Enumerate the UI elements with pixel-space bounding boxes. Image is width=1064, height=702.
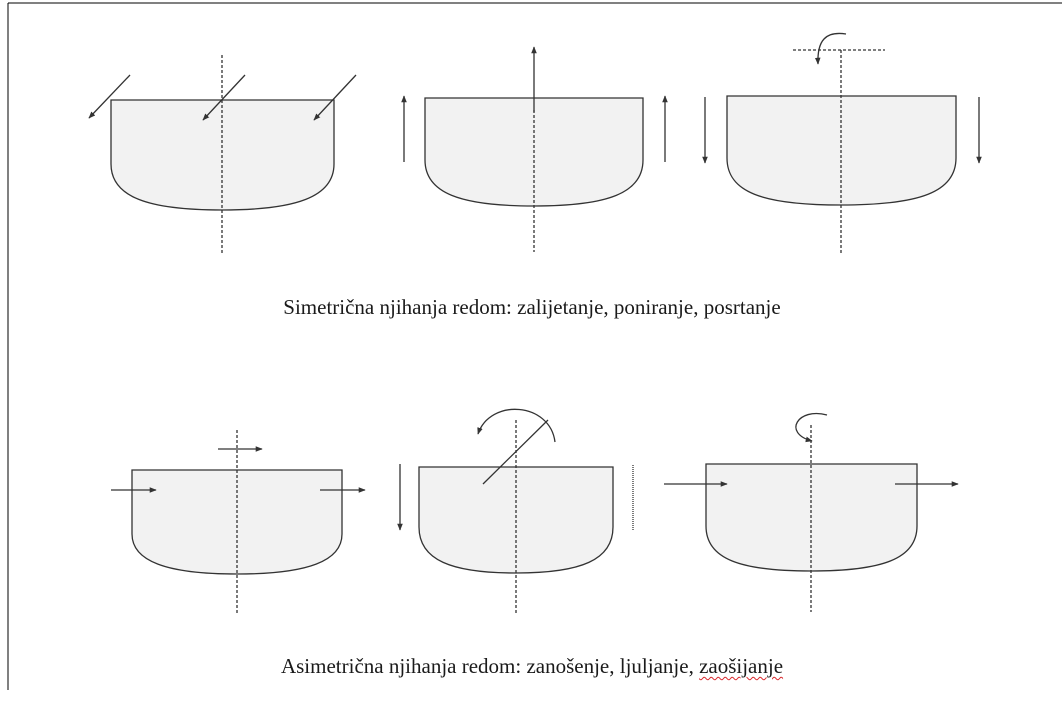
surge-arrow-center [202,74,246,121]
spellcheck-flagged-word: zaošijanje [699,654,784,678]
caption-asymmetric-text: Asimetrična njihanja redom: zanošenje, l… [280,654,700,678]
caption-asymmetric-motions: Asimetrična njihanja redom: zanošenje, l… [0,656,1064,677]
caption-symmetric-motions: Simetrična njihanja redom: zalijetanje, … [283,295,781,319]
yaw-rotation-arrow [795,412,828,443]
figure-posrtanje [702,32,982,254]
figure-poniranje [401,46,668,252]
pitch-rotation-arrow [814,32,847,65]
roll-tilted-axis [482,419,549,485]
figure-zalijetanje [88,55,357,255]
figure-zanosenje [111,430,366,615]
surge-arrow-right [313,74,357,121]
figure-ljuljanje [397,408,634,614]
roll-rotation-arrow [477,408,556,443]
figure-zaosijanje [664,412,959,612]
surge-arrow-left [88,74,131,119]
